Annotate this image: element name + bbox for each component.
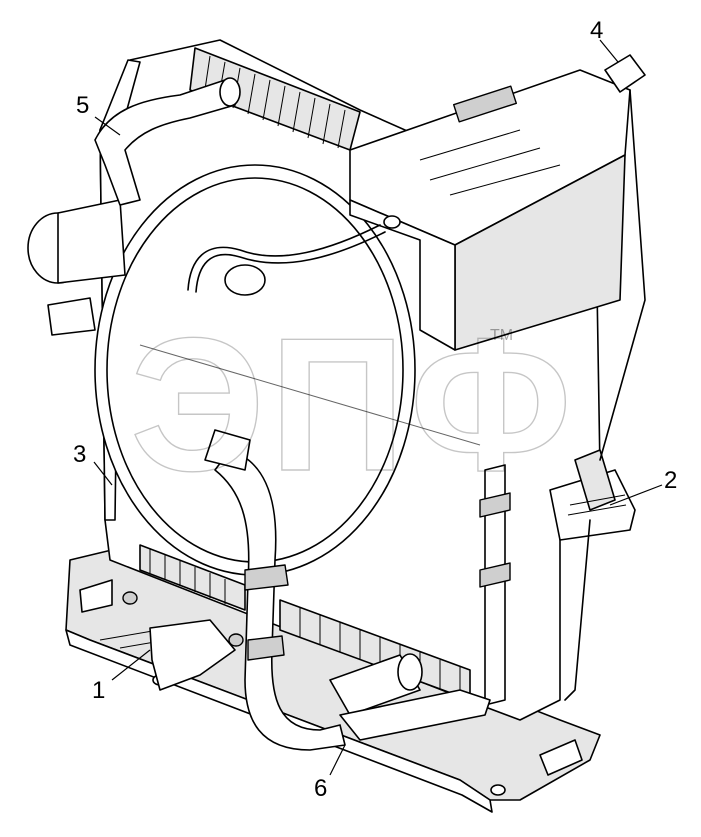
callout-1: 1 (92, 677, 105, 704)
coolant-bleed-tube (187, 215, 401, 293)
right-vertical-pipe (479, 464, 511, 706)
leader-5 (94, 116, 121, 136)
callout-6: 6 (314, 775, 327, 802)
leader-2 (609, 484, 663, 506)
upper-hose (94, 77, 241, 206)
lower-hose (204, 429, 491, 751)
callout-2: 2 (664, 467, 677, 494)
callout-3: 3 (73, 441, 86, 468)
expansion-tank (349, 54, 646, 351)
watermark-trademark: TM (490, 327, 513, 344)
callout-4: 4 (590, 17, 603, 44)
leader-4 (599, 39, 619, 63)
leader-3 (93, 461, 113, 486)
right-mounting-bracket (549, 89, 646, 701)
auxiliary-tank-left (27, 199, 126, 336)
leader-6 (329, 744, 346, 776)
watermark-text: ЭПФ (130, 299, 576, 511)
watermark: ЭПФ TM (129, 298, 576, 511)
leader-lines (93, 39, 663, 776)
leader-1 (111, 649, 151, 681)
callout-5: 5 (76, 92, 89, 119)
callout-labels: 1 2 3 4 5 6 (73, 17, 677, 802)
